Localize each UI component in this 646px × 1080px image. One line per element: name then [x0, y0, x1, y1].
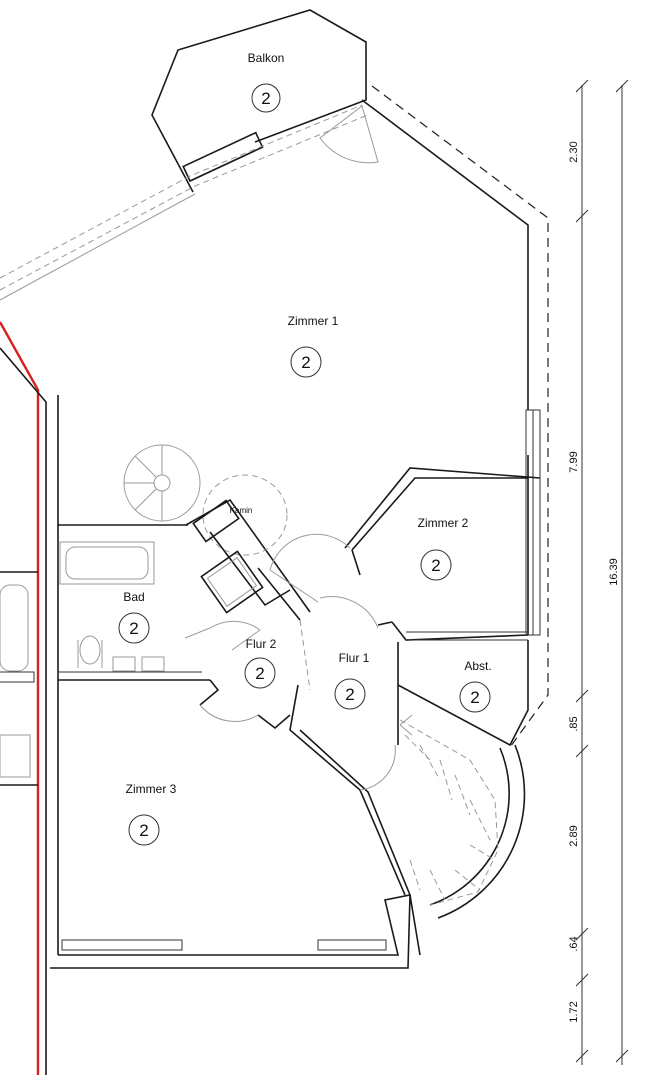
dimension-chain-total: 16.39: [608, 79, 629, 1065]
unit-badge-number: 2: [261, 89, 270, 108]
balcony-door: [319, 105, 379, 164]
interior-walls: [50, 395, 541, 969]
unit-badge: [459, 681, 491, 713]
unit-badge: [290, 346, 322, 378]
dimension-label: 7.99: [568, 451, 580, 472]
unit-badge: [118, 612, 150, 644]
room-zimmer-3: Zimmer 3 2: [126, 782, 177, 846]
party-wall: [0, 321, 47, 1075]
room-zimmer-2: Zimmer 2 2: [418, 516, 469, 581]
bath-fixtures: [59, 541, 264, 672]
room-label: Zimmer 2: [418, 516, 469, 530]
balcony-outline: [151, 9, 367, 193]
unit-badge-number: 2: [301, 353, 310, 372]
unit-badge-number: 2: [345, 685, 354, 704]
unit-badge: [334, 678, 366, 710]
room-label: Zimmer 3: [126, 782, 177, 796]
door-swings: [184, 533, 396, 791]
dimension-label: .85: [568, 716, 580, 731]
unit-badge: [420, 549, 452, 581]
room-label: Abst.: [464, 659, 491, 673]
neighbour-unit: [0, 571, 38, 786]
dimension-label: 2.89: [568, 825, 580, 846]
unit-badge-number: 2: [139, 821, 148, 840]
fireplace: [192, 474, 288, 556]
unit-badge-number: 2: [129, 619, 138, 638]
dimension-chain-inner: 2.30 7.99 .85 2.89 .64 1.72: [568, 79, 589, 1065]
unit-badge: [128, 814, 160, 846]
spiral-stair: [123, 444, 201, 522]
room-bad: Bad 2: [118, 590, 150, 644]
unit-badge-number: 2: [255, 664, 264, 683]
fireplace-label: Kamin: [230, 506, 253, 515]
unit-badge-number: 2: [470, 688, 479, 707]
room-abst: Abst. 2: [459, 659, 492, 713]
dimension-label: 2.30: [568, 141, 580, 162]
dimension-label: 1.72: [568, 1001, 580, 1022]
room-label: Balkon: [248, 51, 285, 65]
room-label: Bad: [123, 590, 144, 604]
east-facade: [361, 85, 549, 751]
room-balkon: Balkon 2: [248, 51, 285, 113]
glazed-facade: [0, 104, 371, 301]
room-flur-2: Flur 2 2: [244, 637, 277, 689]
room-label: Flur 1: [339, 651, 370, 665]
staircase: [399, 714, 526, 919]
room-zimmer-1: Zimmer 1 2: [288, 314, 339, 378]
unit-badge-number: 2: [431, 556, 440, 575]
dimension-label: .64: [568, 936, 580, 951]
dimension-total-label: 16.39: [608, 558, 620, 586]
room-label: Zimmer 1: [288, 314, 339, 328]
room-label: Flur 2: [246, 637, 277, 651]
room-flur-1: Flur 1 2: [334, 651, 370, 710]
unit-badge: [251, 83, 281, 113]
unit-badge: [244, 657, 276, 689]
